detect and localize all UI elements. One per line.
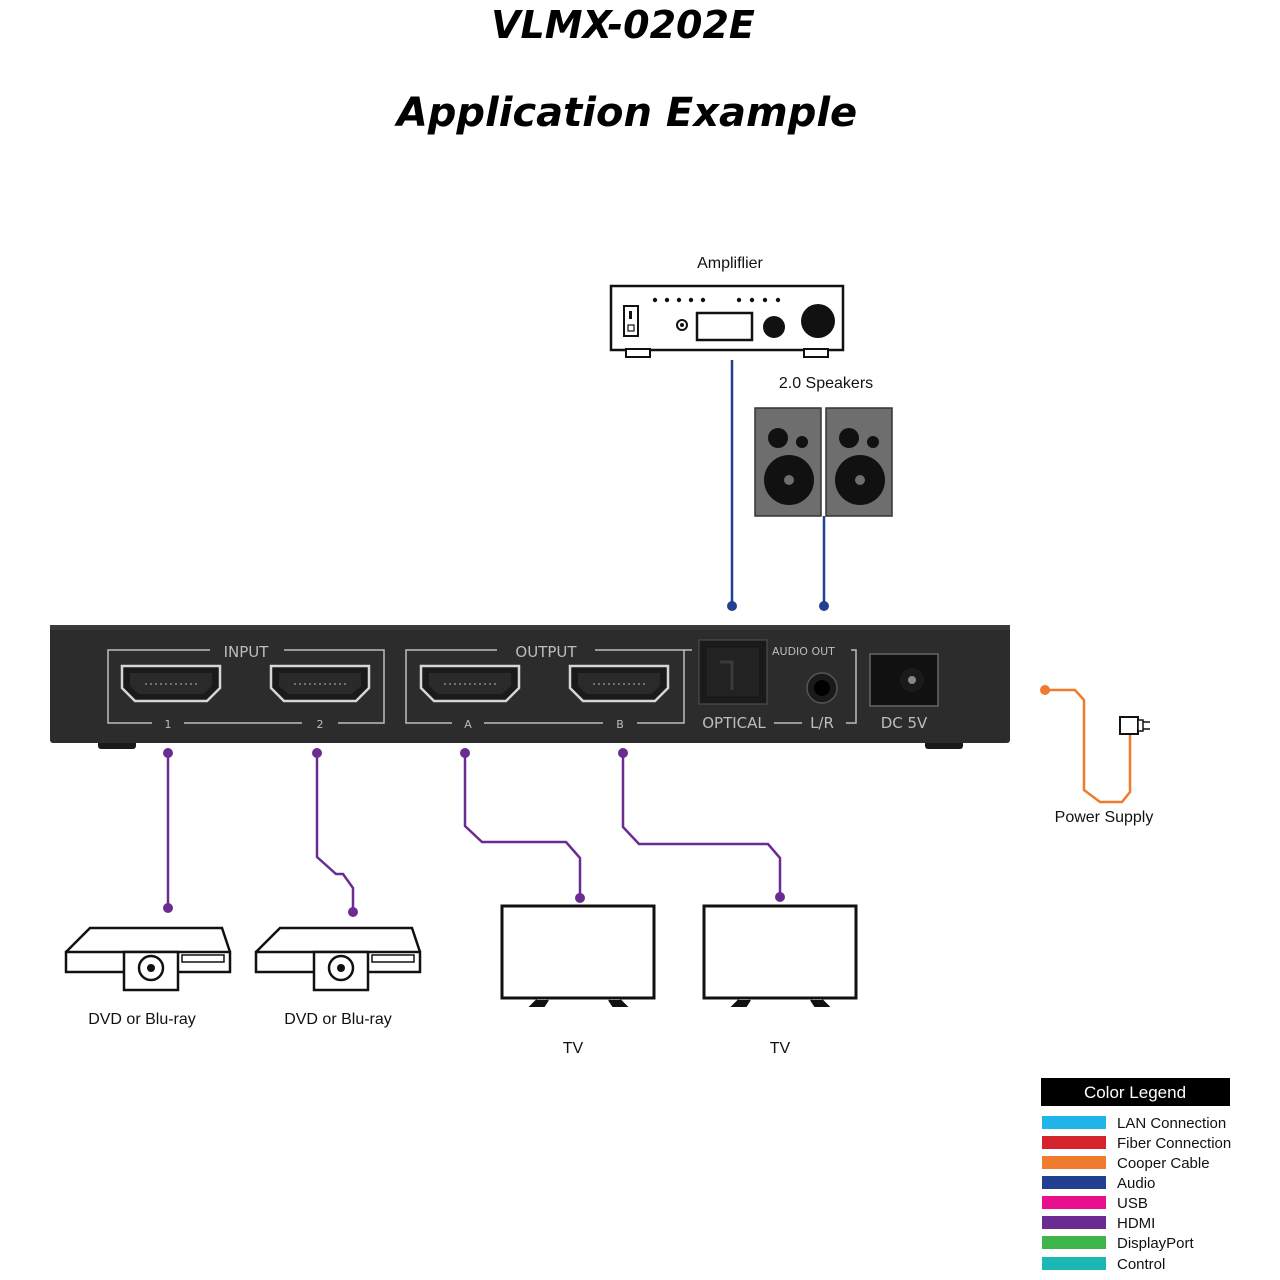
speakers-label: 2.0 Speakers (779, 375, 873, 392)
device-rear-panel (50, 625, 1010, 749)
audio-cable-speakers (819, 516, 829, 611)
hdmi-input-2-port (269, 664, 371, 703)
optical-label: OPTICAL (702, 714, 766, 732)
page-title: VLMX-0202E (491, 3, 755, 47)
amplifier-label: Ampliflier (697, 255, 763, 272)
amplifier-icon (609, 284, 845, 358)
tv-2-label: TV (770, 1040, 791, 1057)
legend-swatch-control (1042, 1257, 1106, 1270)
legend-swatch-copper (1042, 1156, 1106, 1169)
hdmi-output-a-port (419, 664, 521, 703)
hdmi-cables (166, 753, 782, 912)
input-label: INPUT (224, 643, 270, 661)
legend-swatch-lan (1042, 1116, 1106, 1129)
audio-out-label: AUDIO OUT (772, 645, 835, 658)
page-subtitle: Application Example (394, 90, 857, 136)
input-port-1-label: 1 (165, 718, 172, 731)
color-legend: Color Legend LAN Connection Fiber Connec… (1041, 1078, 1231, 1273)
dc-power-port (869, 653, 939, 707)
legend-item-audio: Audio (1117, 1175, 1155, 1192)
legend-swatch-audio (1042, 1176, 1106, 1189)
dvd-1-label: DVD or Blu-ray (88, 1011, 196, 1028)
power-supply-label: Power Supply (1055, 809, 1154, 826)
dvd-2-label: DVD or Blu-ray (284, 1011, 392, 1028)
legend-swatch-fiber (1042, 1136, 1106, 1149)
output-port-a-label: A (464, 718, 472, 731)
legend-item-hdmi: HDMI (1117, 1215, 1155, 1232)
dvd-player-2-icon (254, 926, 422, 992)
hdmi-cable-output-b (621, 753, 782, 897)
legend-title: Color Legend (1084, 1083, 1186, 1102)
legend-item-control: Control (1117, 1256, 1165, 1273)
hdmi-output-b-port (568, 664, 670, 703)
legend-swatch-displayport (1042, 1236, 1106, 1249)
output-label: OUTPUT (515, 643, 577, 661)
speakers-icon (754, 407, 893, 517)
output-port-b-label: B (616, 718, 624, 731)
legend-item-copper: Cooper Cable (1117, 1155, 1210, 1172)
legend-item-usb: USB (1117, 1195, 1148, 1212)
power-cable (1040, 685, 1132, 804)
tv-2-icon (702, 904, 858, 1007)
legend-swatch-hdmi (1042, 1216, 1106, 1229)
legend-item-displayport: DisplayPort (1117, 1235, 1195, 1252)
audio-cable-amplifier (727, 360, 737, 611)
hdmi-input-1-port (120, 664, 222, 703)
tv-1-icon (500, 904, 656, 1007)
legend-item-fiber: Fiber Connection (1117, 1135, 1231, 1152)
power-plug-icon (1119, 716, 1150, 735)
legend-item-lan: LAN Connection (1117, 1115, 1226, 1132)
optical-port (698, 639, 768, 705)
dc-label: DC 5V (881, 714, 928, 732)
hdmi-cable-output-a (463, 753, 582, 898)
dvd-player-1-icon (64, 926, 232, 992)
lr-label: L/R (810, 714, 834, 732)
input-port-2-label: 2 (317, 718, 324, 731)
legend-swatch-usb (1042, 1196, 1106, 1209)
audio-jack-port (806, 672, 838, 704)
hdmi-cable-input-2 (315, 753, 355, 912)
tv-1-label: TV (563, 1040, 584, 1057)
